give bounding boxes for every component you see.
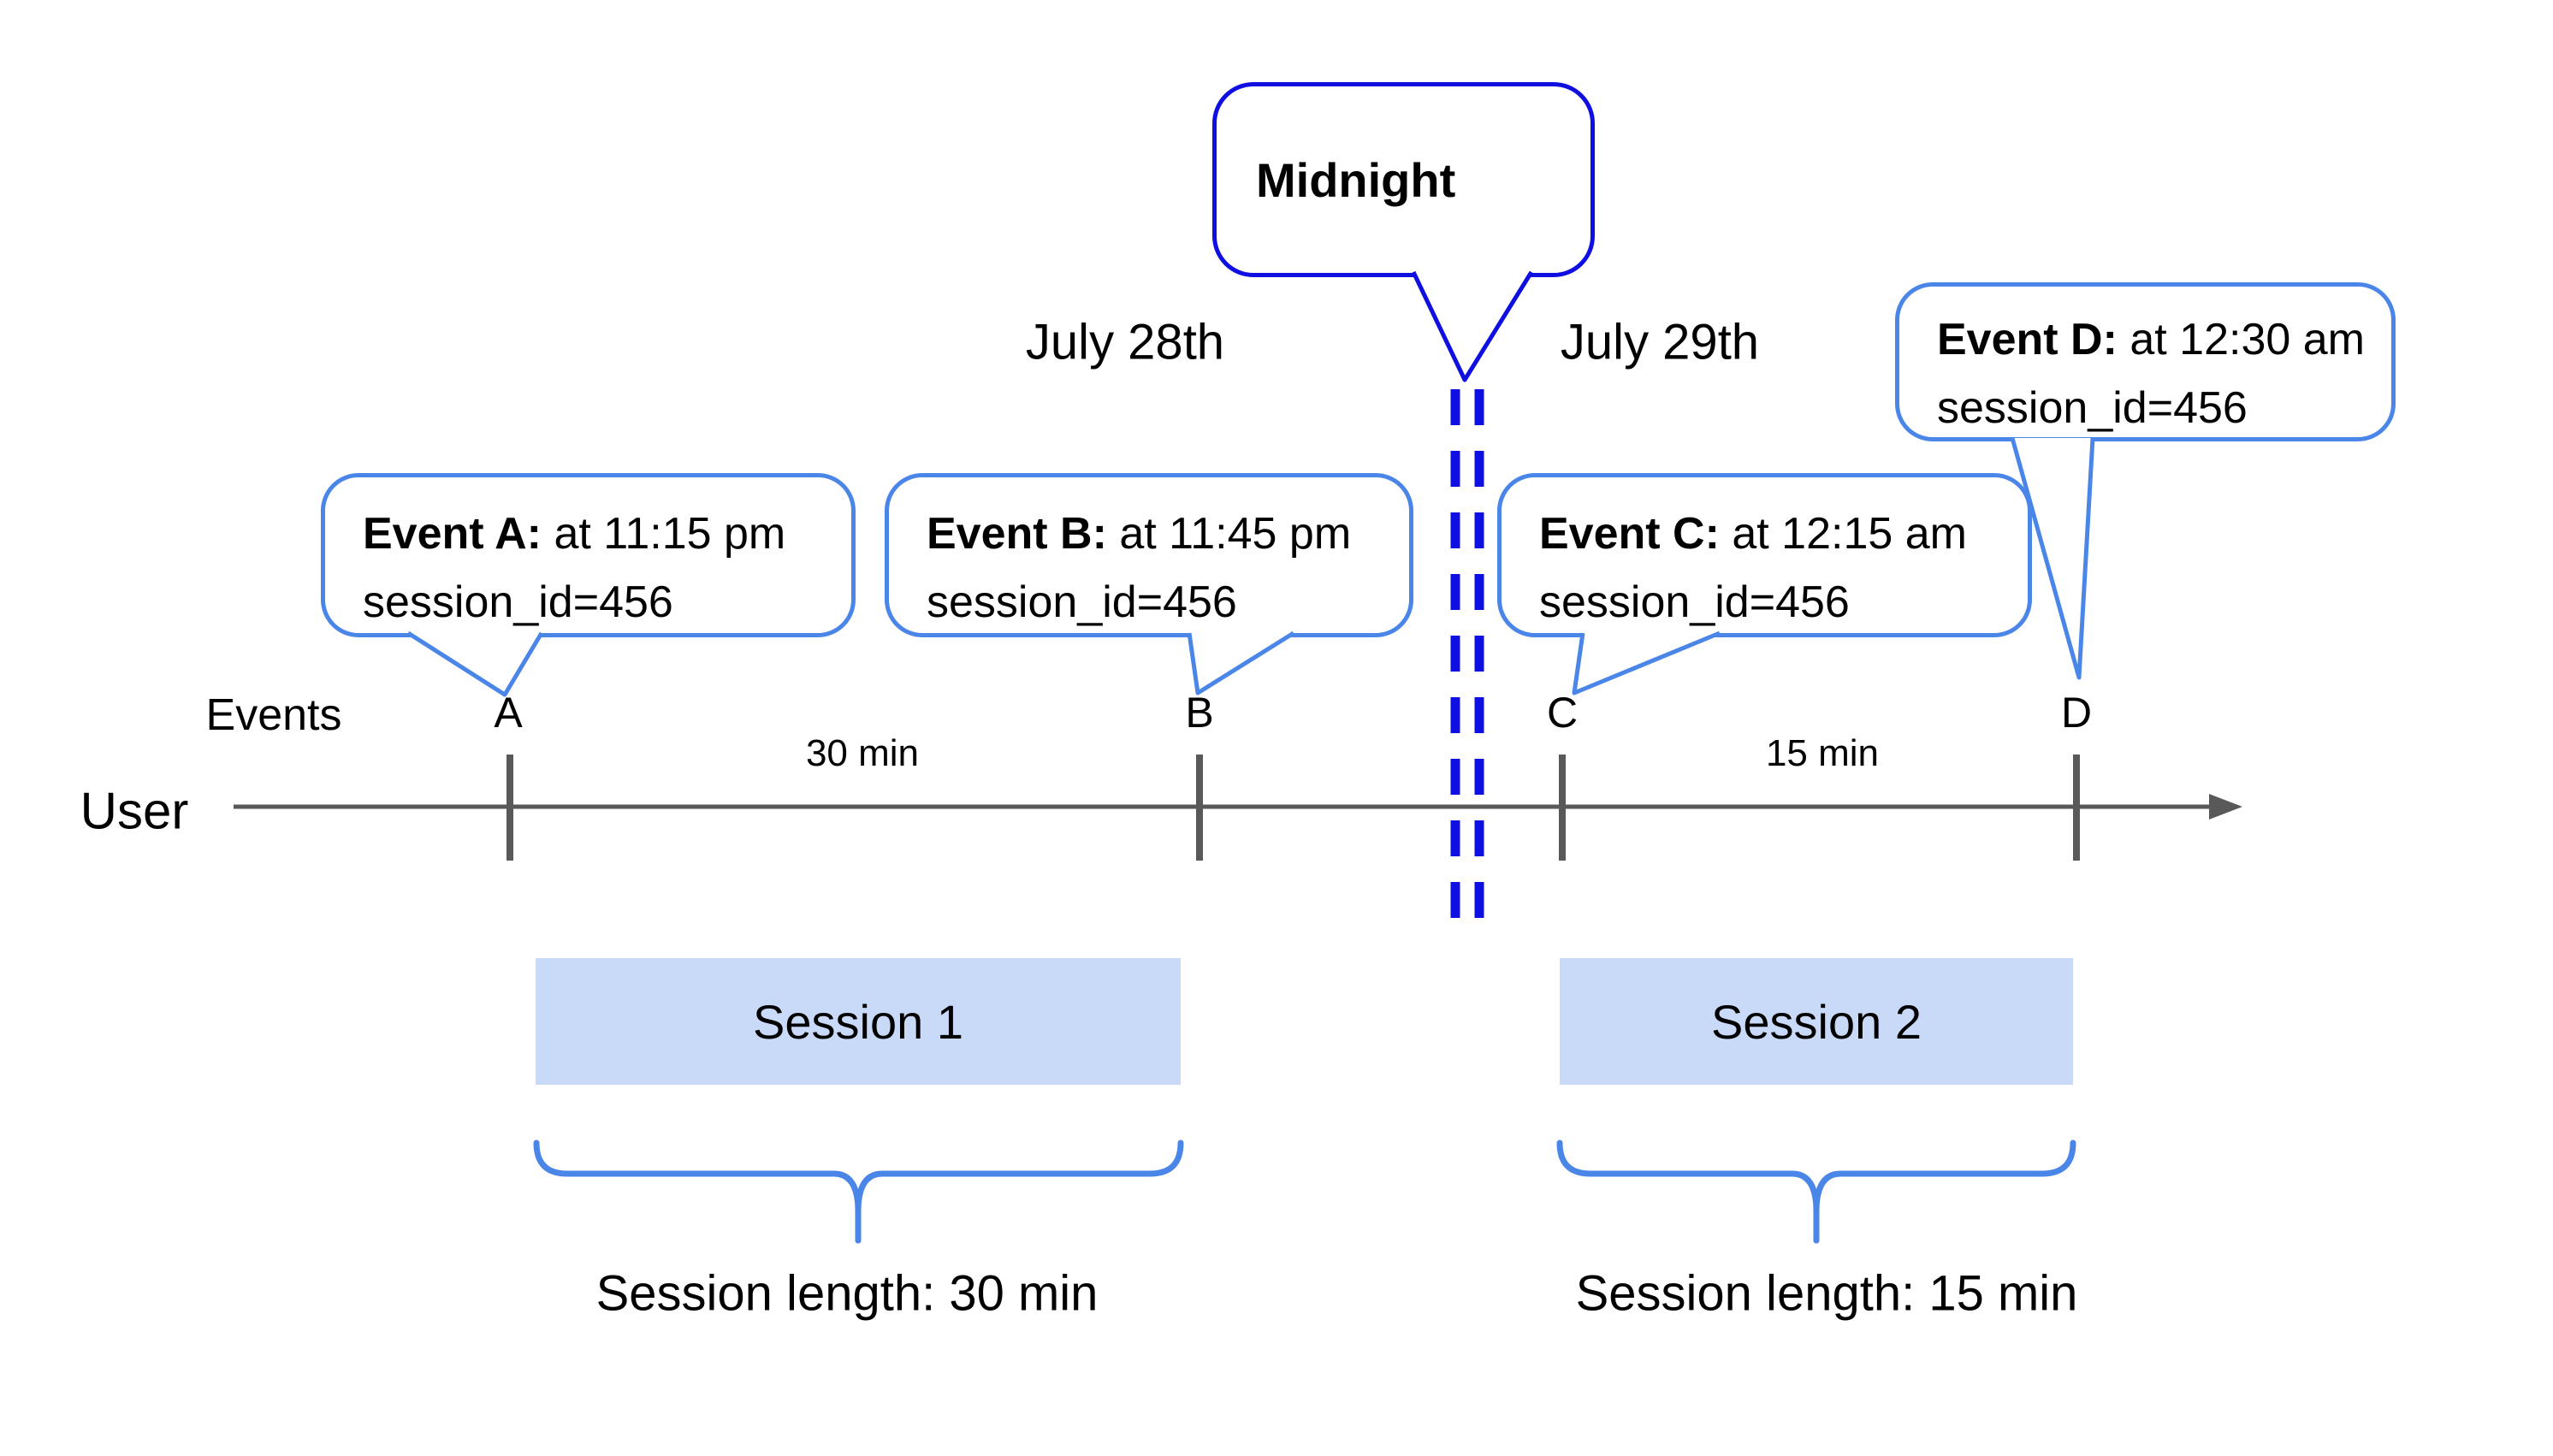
event-c-session-id: session_id=456 — [1539, 577, 1850, 627]
event-a-callout-line1: Event A: at 11:15 pm — [363, 500, 826, 568]
event-a-bubble-tail — [406, 630, 544, 697]
date-july-28: July 28th — [1025, 314, 1225, 370]
event-d-callout-bubble: Event D: at 12:30 am session_id=456 — [1895, 282, 2396, 441]
event-d-callout-line1: Event D: at 12:30 am — [1937, 305, 2366, 374]
event-letter-a: A — [494, 689, 523, 737]
event-b-bubble-tail — [1187, 630, 1295, 695]
event-d-bold-label: Event D: — [1937, 315, 2118, 364]
events-row-label: Events — [205, 690, 342, 740]
event-a-callout-bubble: Event A: at 11:15 pm session_id=456 — [321, 473, 856, 637]
interval-15min-label: 15 min — [1765, 732, 1880, 774]
session-1-label: Session 1 — [753, 994, 963, 1049]
event-b-bold-label: Event B: — [927, 509, 1107, 559]
axis-arrowhead-icon — [2209, 794, 2242, 820]
event-c-time: at 12:15 am — [1719, 509, 1967, 559]
session-2-box: Session 2 — [1560, 958, 2073, 1085]
session-1-brace — [533, 1139, 1184, 1244]
event-c-callout-bubble: Event C: at 12:15 am session_id=456 — [1497, 473, 2032, 637]
midnight-bubble-tail — [1411, 270, 1534, 382]
event-b-session-id: session_id=456 — [927, 577, 1237, 627]
user-axis-label: User — [80, 782, 189, 840]
event-a-time: at 11:15 pm — [542, 509, 786, 559]
event-a-session-id: session_id=456 — [363, 577, 673, 627]
event-d-session-id: session_id=456 — [1937, 383, 2248, 433]
event-c-bold-label: Event C: — [1539, 509, 1720, 559]
date-july-29: July 29th — [1560, 314, 1760, 370]
session-2-brace — [1556, 1139, 2076, 1244]
session-2-label: Session 2 — [1711, 994, 1922, 1049]
session-1-length-label: Session length: 30 min — [595, 1265, 1099, 1322]
event-letter-b: B — [1185, 689, 1214, 737]
midnight-label: Midnight — [1256, 152, 1456, 207]
session-1-box: Session 1 — [536, 958, 1181, 1085]
event-b-callout-bubble: Event B: at 11:45 pm session_id=456 — [885, 473, 1413, 637]
event-b-callout-line1: Event B: at 11:45 pm — [927, 500, 1383, 568]
event-d-time: at 12:30 am — [2117, 315, 2365, 364]
event-c-bubble-tail — [1572, 630, 1721, 695]
event-b-time: at 11:45 pm — [1106, 509, 1352, 559]
event-a-bold-label: Event A: — [363, 509, 542, 559]
interval-30min-label: 30 min — [805, 732, 920, 774]
event-letter-d: D — [2060, 689, 2093, 737]
event-letter-c: C — [1546, 689, 1579, 737]
event-c-callout-line1: Event C: at 12:15 am — [1539, 500, 2002, 568]
midnight-callout-bubble: Midnight — [1212, 82, 1595, 277]
session-2-length-label: Session length: 15 min — [1575, 1265, 2078, 1322]
